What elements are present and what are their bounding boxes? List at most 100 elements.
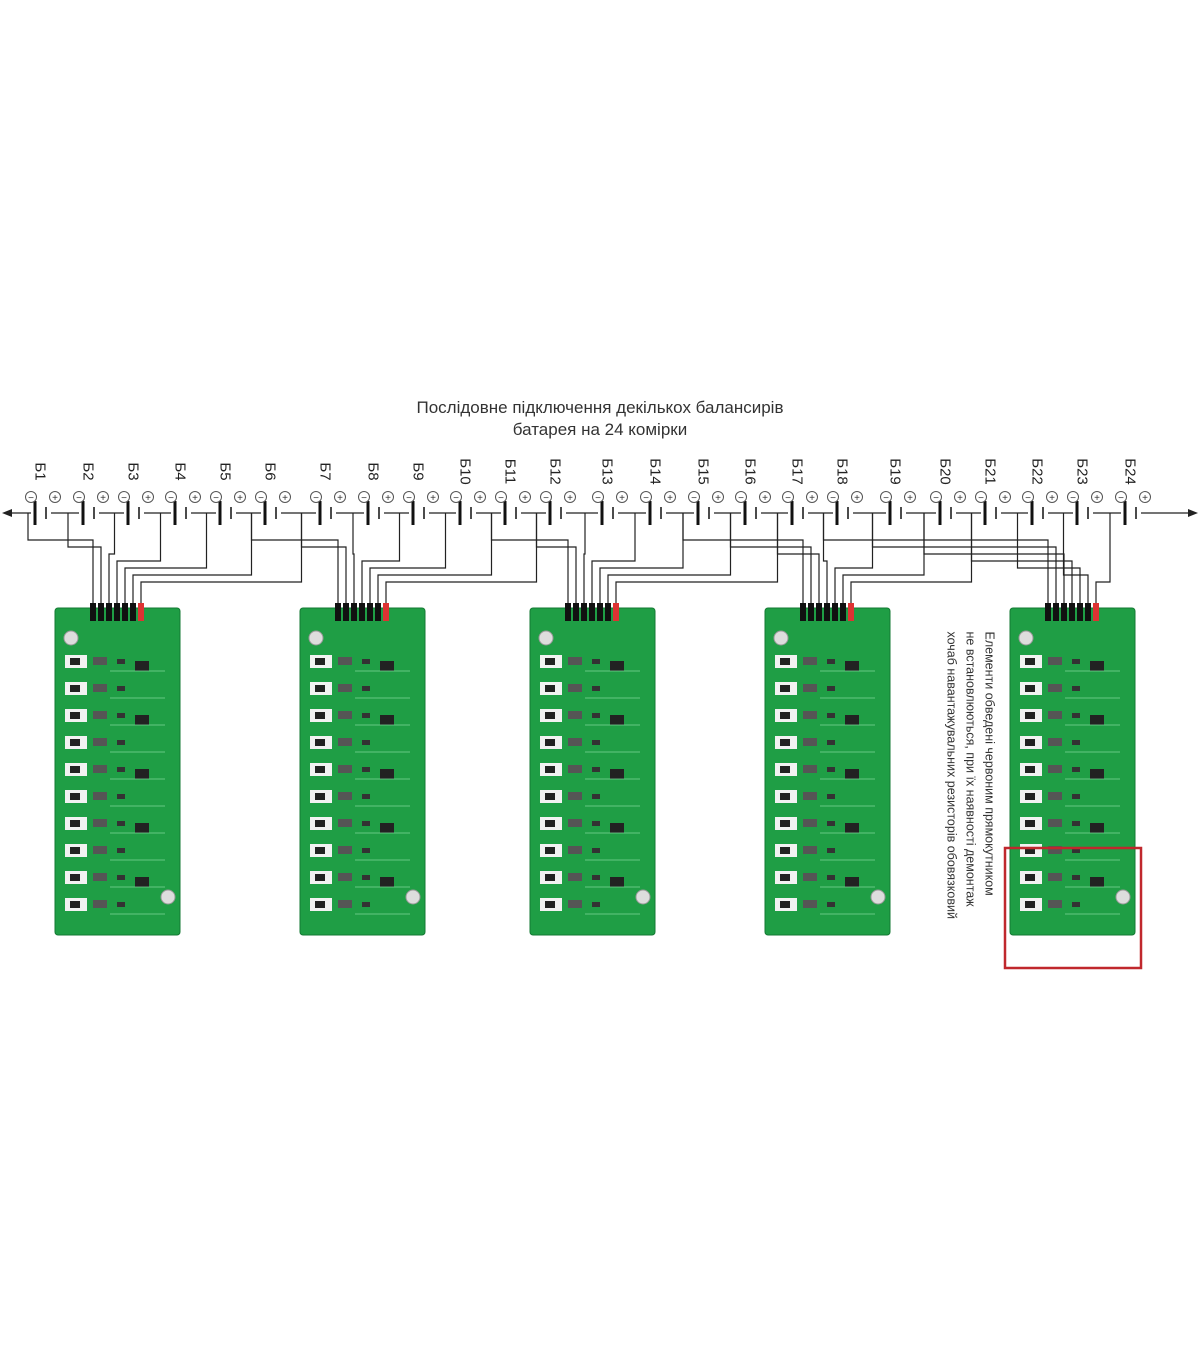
svg-text:−: − xyxy=(738,493,744,504)
plus-terminal-icon: + xyxy=(954,491,966,504)
battery-cell: −+ xyxy=(688,491,724,525)
svg-text:−: − xyxy=(830,493,836,504)
battery-cell: −+ xyxy=(827,491,863,525)
battery-cell: −+ xyxy=(880,491,916,525)
wire xyxy=(132,513,253,608)
wire xyxy=(250,513,339,608)
balancer-board xyxy=(529,603,656,936)
battery-label: Б6 xyxy=(261,462,279,481)
wire xyxy=(27,513,94,608)
wire xyxy=(140,513,303,608)
battery-cell: −+ xyxy=(735,491,771,525)
svg-text:−: − xyxy=(498,493,504,504)
battery-label: Б8 xyxy=(364,462,382,481)
svg-text:+: + xyxy=(715,493,721,504)
minus-terminal-icon: − xyxy=(403,491,415,504)
svg-text:−: − xyxy=(883,493,889,504)
battery-label: Б11 xyxy=(501,458,519,485)
wire xyxy=(385,513,538,608)
wire xyxy=(834,513,874,608)
battery-label: Б1 xyxy=(31,462,49,481)
svg-text:+: + xyxy=(385,493,391,504)
plus-terminal-icon: + xyxy=(97,491,109,504)
svg-text:+: + xyxy=(854,493,860,504)
plus-terminal-icon: + xyxy=(279,491,291,504)
svg-text:+: + xyxy=(337,493,343,504)
wire xyxy=(67,513,102,608)
svg-text:+: + xyxy=(1002,493,1008,504)
plus-terminal-icon: + xyxy=(474,491,486,504)
svg-text:−: − xyxy=(258,493,264,504)
plus-terminal-icon: + xyxy=(851,491,863,504)
plus-terminal-icon: + xyxy=(664,491,676,504)
battery-cell: −+ xyxy=(495,491,531,525)
minus-terminal-icon: − xyxy=(25,491,37,504)
minus-terminal-icon: − xyxy=(450,491,462,504)
wire xyxy=(923,513,1065,608)
battery-label: Б18 xyxy=(833,458,851,485)
svg-text:+: + xyxy=(1049,493,1055,504)
battery-cell: −+ xyxy=(73,491,109,525)
svg-text:−: − xyxy=(978,493,984,504)
plus-terminal-icon: + xyxy=(1046,491,1058,504)
diagram-subtitle: батарея на 24 комірки xyxy=(512,420,688,439)
battery-cell: −+ xyxy=(592,491,628,525)
wire xyxy=(1016,513,1081,608)
plus-terminal-icon: + xyxy=(334,491,346,504)
svg-text:−: − xyxy=(691,493,697,504)
svg-text:+: + xyxy=(282,493,288,504)
battery-label: Б9 xyxy=(409,462,427,481)
note-line: Елементи обведені червоним прямокутником xyxy=(982,631,997,896)
note-line: хочаб навантажувальних резисторів обовяз… xyxy=(944,631,959,919)
wire xyxy=(1062,513,1089,608)
svg-text:+: + xyxy=(907,493,913,504)
plus-terminal-icon: + xyxy=(382,491,394,504)
plus-terminal-icon: + xyxy=(759,491,771,504)
svg-text:+: + xyxy=(667,493,673,504)
svg-text:−: − xyxy=(595,493,601,504)
battery-label: Б14 xyxy=(646,458,664,485)
battery-cell: −+ xyxy=(450,491,486,525)
battery-label: Б15 xyxy=(694,458,712,485)
wire xyxy=(377,513,493,608)
wire xyxy=(850,513,973,608)
plus-terminal-icon: + xyxy=(142,491,154,504)
svg-text:−: − xyxy=(168,493,174,504)
minus-terminal-icon: − xyxy=(310,491,322,504)
plus-terminal-icon: + xyxy=(427,491,439,504)
wire xyxy=(591,513,636,608)
arrow-left-icon xyxy=(2,509,12,517)
battery-label: Б23 xyxy=(1073,458,1091,485)
battery-label: Б7 xyxy=(316,462,334,481)
battery-cell: −+ xyxy=(1067,491,1103,525)
plus-terminal-icon: + xyxy=(999,491,1011,504)
plus-terminal-icon: + xyxy=(904,491,916,504)
minus-terminal-icon: − xyxy=(735,491,747,504)
arrow-right-icon xyxy=(1188,509,1198,517)
wire xyxy=(871,513,1057,608)
wire xyxy=(352,513,355,608)
plus-terminal-icon: + xyxy=(1091,491,1103,504)
diagram-title: Послідовне підключення декількох баланси… xyxy=(416,398,784,417)
minus-terminal-icon: − xyxy=(73,491,85,504)
svg-text:−: − xyxy=(1070,493,1076,504)
wire xyxy=(300,513,347,608)
balancer-board xyxy=(54,603,181,936)
wire xyxy=(124,513,208,608)
minus-terminal-icon: − xyxy=(540,491,552,504)
annotation-note: Елементи обведені червоним прямокутником… xyxy=(942,632,999,992)
minus-terminal-icon: − xyxy=(118,491,130,504)
svg-text:+: + xyxy=(477,493,483,504)
battery-label: Б24 xyxy=(1121,458,1139,485)
minus-terminal-icon: − xyxy=(975,491,987,504)
balancer-board xyxy=(1009,603,1136,936)
svg-text:+: + xyxy=(1142,493,1148,504)
battery-cell: −+ xyxy=(1022,491,1058,525)
wire xyxy=(490,513,569,608)
battery-cell: −+ xyxy=(358,491,394,525)
battery-label: Б16 xyxy=(741,458,759,485)
svg-text:−: − xyxy=(1118,493,1124,504)
minus-terminal-icon: − xyxy=(210,491,222,504)
battery-label: Б5 xyxy=(216,462,234,481)
